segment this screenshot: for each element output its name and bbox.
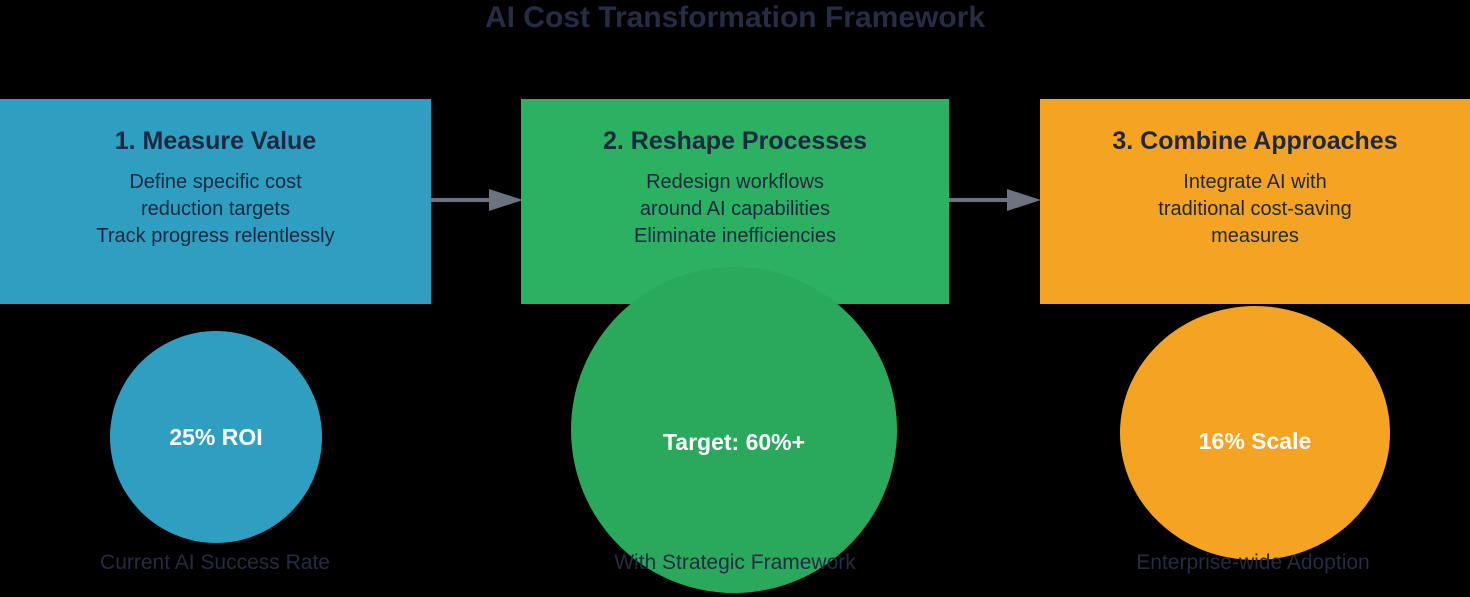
step-title: 2. Reshape Processes (602, 127, 868, 155)
connector-arrow-2-arrowhead-icon (1007, 189, 1041, 211)
step-description-line: Track progress relentlessly (96, 225, 335, 247)
metric-circle-scale: 16% Scale (1120, 306, 1390, 560)
metric-circle-target: Target: 60%+ (571, 267, 897, 593)
metric-value: 16% Scale (1198, 427, 1312, 454)
step-box-combine-approaches: 3. Combine Approaches Integrate AI with … (1040, 99, 1470, 304)
step-box-measure-value: 1. Measure Value Define specific cost re… (0, 99, 431, 304)
step-description-line: Eliminate inefficiencies (634, 225, 836, 247)
connector-arrow-2-line (949, 198, 1007, 202)
step-description-line: traditional cost-saving (1158, 198, 1352, 220)
step-description-line: Redesign workflows (646, 171, 824, 193)
step-description-line: Define specific cost (129, 171, 302, 193)
step-description-line: around AI capabilities (639, 198, 831, 220)
page-title: AI Cost Transformation Framework (484, 1, 986, 34)
connector-arrow-1-line (431, 198, 489, 202)
metric-caption-current-ai-success-rate: Current AI Success Rate (100, 551, 330, 574)
metric-caption-with-strategic-framework: With Strategic Framework (614, 551, 856, 574)
step-description-line: Integrate AI with (1183, 171, 1327, 193)
metric-caption-enterprise-wide-adoption: Enterprise-wide Adoption (1136, 551, 1370, 574)
step-title: 3. Combine Approaches (1112, 127, 1398, 155)
metric-value: Target: 60%+ (662, 428, 806, 455)
step-title: 1. Measure Value (114, 127, 317, 155)
step-description-line: reduction targets (141, 198, 290, 220)
metric-value: 25% ROI (169, 423, 263, 450)
step-description-line: measures (1211, 225, 1299, 247)
connector-arrow-1-arrowhead-icon (489, 189, 523, 211)
metric-circle-roi: 25% ROI (110, 331, 322, 543)
